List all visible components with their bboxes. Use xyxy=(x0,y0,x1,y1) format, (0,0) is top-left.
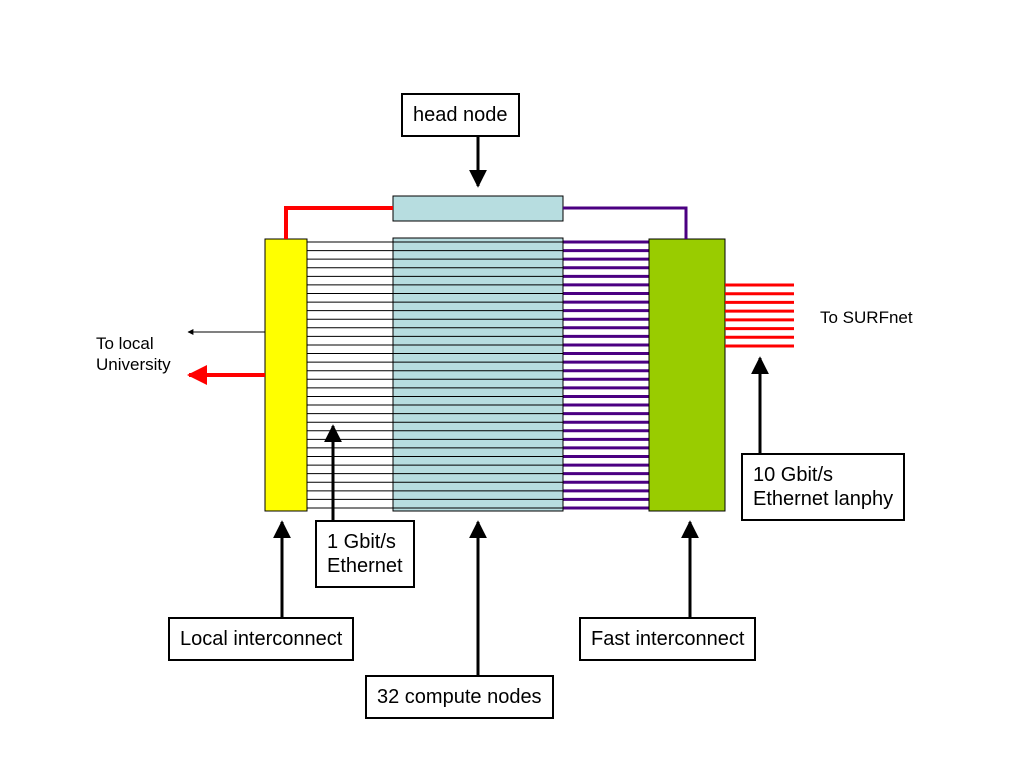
ethernet-cables xyxy=(307,241,393,509)
head-node-box xyxy=(392,195,564,222)
to-surfnet-label: To SURFnet xyxy=(820,308,913,327)
fast-interconnect-switch xyxy=(648,238,726,512)
ethernet-10g-label: 10 Gbit/s Ethernet lanphy xyxy=(741,453,906,521)
compute-nodes-label: 32 compute nodes xyxy=(365,675,554,719)
fast-interconnect-label: Fast interconnect xyxy=(579,617,757,661)
head-node-fast-link xyxy=(563,206,688,239)
surfnet-uplinks xyxy=(725,283,794,348)
local-interconnect-switch xyxy=(264,238,308,512)
fast-interconnect-cables xyxy=(563,240,649,510)
head-node-label: head node xyxy=(401,93,520,137)
compute-nodes-block xyxy=(392,237,564,512)
compute-node-slots xyxy=(393,241,563,509)
ethernet-1g-label: 1 Gbit/s Ethernet xyxy=(315,520,415,588)
head-node-local-link xyxy=(284,206,393,239)
local-interconnect-label: Local interconnect xyxy=(168,617,355,661)
to-local-university-label: To local University xyxy=(96,334,171,374)
